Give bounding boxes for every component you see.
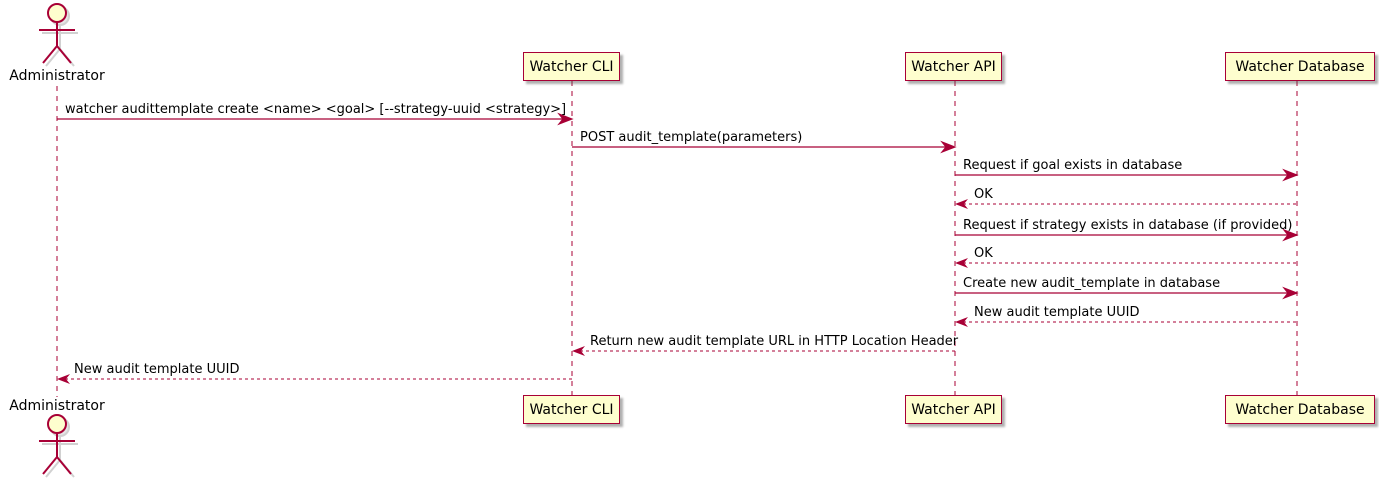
- message-9-label: Return new audit template URL in HTTP Lo…: [590, 334, 959, 349]
- message-4-arrow: [955, 199, 1297, 209]
- participant-watcher-cli-top: Watcher CLI: [523, 52, 620, 81]
- message-2-label: POST audit_template(parameters): [580, 130, 803, 145]
- message-2-arrow: [572, 140, 957, 154]
- message-3-arrow: [955, 168, 1299, 182]
- message-7-arrow: [955, 286, 1299, 300]
- lifelines: [56, 81, 1298, 397]
- dashed-arrows: [57, 199, 1297, 384]
- actor-icon-bottom: [39, 414, 78, 478]
- message-9-arrow: [572, 346, 955, 356]
- message-1-arrow: [57, 112, 574, 126]
- actor-icon-top: [39, 3, 78, 67]
- message-5-arrow: [955, 228, 1299, 242]
- message-10-label: New audit template UUID: [74, 362, 240, 377]
- actor-label-top: Administrator: [9, 68, 105, 84]
- message-6-label: OK: [974, 246, 993, 261]
- participant-watcher-api-bottom: Watcher API: [905, 395, 1002, 424]
- participant-watcher-database-top: Watcher Database: [1225, 52, 1375, 81]
- solid-arrows: [57, 112, 1299, 300]
- message-8-label: New audit template UUID: [974, 305, 1140, 320]
- message-8-arrow: [955, 317, 1297, 327]
- message-4-label: OK: [974, 187, 993, 202]
- message-7-label: Create new audit_template in database: [963, 276, 1221, 291]
- actor-label-bottom: Administrator: [9, 398, 105, 414]
- message-1-label: watcher audittemplate create <name> <goa…: [65, 102, 567, 117]
- message-5-label: Request if strategy exists in database (…: [963, 218, 1293, 233]
- participant-watcher-database-bottom: Watcher Database: [1225, 395, 1375, 424]
- message-10-arrow: [57, 374, 572, 384]
- participant-watcher-cli-bottom: Watcher CLI: [523, 395, 620, 424]
- message-6-arrow: [955, 258, 1297, 268]
- message-3-label: Request if goal exists in database: [963, 158, 1183, 173]
- participant-watcher-api-top: Watcher API: [905, 52, 1002, 81]
